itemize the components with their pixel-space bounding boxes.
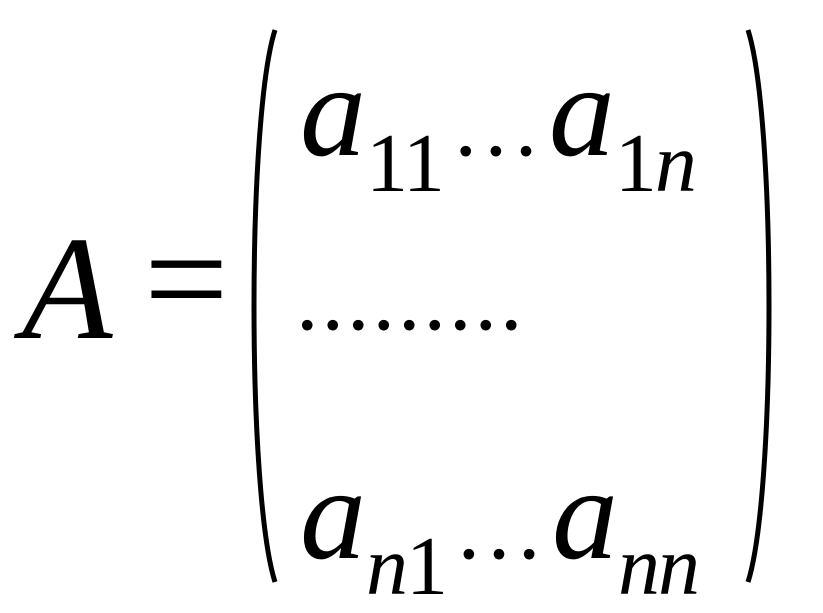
matrix-row-last: an1…ann bbox=[300, 448, 700, 609]
matrix-name: A bbox=[22, 207, 113, 371]
element-subscript-row: 1 bbox=[366, 117, 405, 210]
left-parenthesis bbox=[251, 29, 278, 583]
matrix-row-first: a11…a1n bbox=[300, 45, 697, 206]
right-parenthesis bbox=[745, 29, 772, 583]
element-subscript-col: 1 bbox=[402, 117, 445, 210]
element-symbol: a bbox=[552, 440, 618, 587]
row-ellipsis: … bbox=[450, 76, 543, 175]
element-subscript-row: n bbox=[366, 520, 408, 613]
element-symbol: a bbox=[548, 37, 615, 184]
element-subscript-row: n bbox=[618, 520, 660, 613]
element-symbol: a bbox=[300, 440, 366, 587]
vertical-ellipsis-row: ......... bbox=[296, 250, 526, 349]
element-subscript-col: n bbox=[658, 520, 700, 613]
element-symbol: a bbox=[300, 37, 366, 184]
equals-sign: = bbox=[144, 196, 229, 362]
element-subscript-col: n bbox=[654, 117, 697, 210]
element-subscript-col: 1 bbox=[406, 520, 448, 613]
matrix-row-middle: ......... bbox=[296, 255, 526, 345]
row-ellipsis: … bbox=[454, 479, 546, 578]
element-subscript-row: 1 bbox=[614, 117, 657, 210]
